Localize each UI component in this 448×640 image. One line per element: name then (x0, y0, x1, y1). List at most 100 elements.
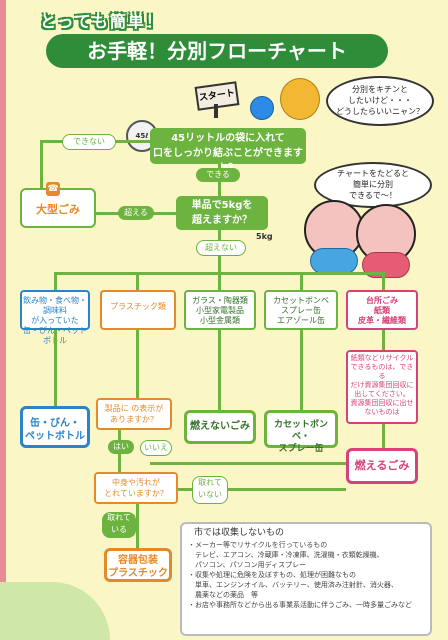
category-line: エアゾール缶 (277, 316, 325, 325)
result-line: ペットボトル (25, 431, 85, 442)
category-line: プラスチック類 (110, 302, 166, 311)
bubble-cat-line: したいけど・・・ (348, 96, 412, 105)
result-oogata-gomi: ☎ 大型ごみ (20, 182, 96, 228)
category-line: 紙類 (374, 306, 390, 315)
result-line: カセットボンベ・ (273, 420, 328, 442)
trash-icon: ☎ (46, 182, 60, 196)
bubble-cat-line: どうしたらいいニャン？ (336, 107, 424, 116)
result-line: 容器包装 (118, 555, 158, 566)
result-moeru-gomi: 燃えるごみ (346, 448, 418, 484)
title-small: とっても簡単！ (40, 12, 164, 31)
speech-bubble-cat: 分別をキチンと したいけど・・・ どうしたらいいニャン？ (326, 76, 434, 126)
bird-character (250, 96, 274, 120)
connector-line (382, 424, 385, 448)
category-kitchen-paper: 台所ごみ 紙類 皮革・繊維類 (346, 290, 418, 330)
not-collected-panel: 市では収集しないもの ・メーカー等でリサイクルを行っているもの テレビ、エアコン… (180, 522, 432, 636)
label-line: 取れて (198, 478, 222, 487)
question-line: 45リットルの袋に入れて (171, 133, 285, 144)
not-collected-item: ・お店や事務所などから出る事業系活動に伴うごみ、一時多量ごみなど (188, 601, 412, 609)
category-line: が入っていた (31, 316, 79, 325)
label-line: 取れて (107, 513, 131, 522)
label-line: いない (198, 490, 222, 499)
connector-line (178, 488, 346, 491)
label-koenai: 超えない (196, 240, 246, 256)
result-cans-bottles: 缶・びん・ ペットボトル (20, 406, 90, 448)
not-collected-item: パソコン、パソコン用ディスプレー (188, 561, 307, 569)
category-line: 台所ごみ (366, 296, 398, 305)
label-toreteiru: 取れて いる (102, 512, 136, 538)
category-line: スプレー缶 (281, 306, 321, 315)
bubble-pig-line: できるで〜！ (349, 191, 397, 200)
result-label: 燃えるごみ (354, 459, 410, 472)
question-over-5kg: 単品で5kgを 超えますか？ (176, 196, 268, 230)
green-hill (0, 582, 110, 640)
connector-line (300, 330, 303, 410)
label-dekiru: できる (196, 168, 240, 182)
connector-line (218, 330, 221, 410)
not-collected-item: 農薬などの薬品 等 (188, 591, 258, 599)
label-toreteinai: 取れて いない (192, 476, 228, 504)
result-funen-gomi: 燃えないごみ (184, 410, 256, 444)
category-cans-bottles: 飲み物・食べ物・調味料 が入っていた 缶・びん・ペットボトル (20, 290, 90, 345)
label-koeru: 超える (118, 206, 154, 220)
result-container-plastic: 容器包装 プラスチック (104, 548, 172, 582)
bubble-cat-line: 分別をキチンと (352, 85, 408, 94)
result-spray-cans: カセットボンベ・ スプレー缶 (264, 410, 338, 454)
connector-line (40, 140, 43, 188)
not-collected-item: 単車、エンジンオイル、バッテリー、使用済み注射針、消火器、 (188, 581, 398, 589)
label-iie: いいえ (140, 440, 172, 456)
connector-line (136, 504, 139, 548)
not-collected-title: 市では収集しないもの (194, 528, 285, 538)
category-line: ガラス・陶器類 (192, 296, 248, 305)
result-line: プラスチック (108, 568, 168, 579)
pink-edge (0, 0, 6, 640)
note-line: 資源集団回収に出せ (350, 399, 414, 407)
note-line: ないものは (364, 408, 400, 416)
connector-line (382, 330, 385, 350)
bubble-pig-line: チャートをたどると (337, 169, 409, 178)
question-line: とれていますか？ (104, 489, 168, 498)
category-line: カセットボンベ (273, 296, 329, 305)
note-burnable: 紙類などリサイクル できるものは、できる だけ資源集団回収に 出してください。 … (346, 350, 418, 424)
result-label: 大型ごみ (36, 203, 80, 216)
note-line: だけ資源集団回収に (350, 381, 414, 389)
category-plastic: プラスチック類 (100, 290, 176, 330)
pig-body-left (310, 248, 358, 274)
connector-line (54, 272, 57, 290)
question-line: ありますか？ (110, 415, 158, 424)
result-label: 燃えないごみ (190, 421, 250, 432)
label-line: いる (111, 525, 127, 534)
connector-line (382, 272, 385, 290)
note-line: 紙類などリサイクル (350, 354, 414, 362)
category-line: 皮革・繊維類 (358, 316, 406, 325)
question-clean: 中身や汚れが とれていますか？ (94, 472, 178, 504)
weight-label: 5kg (256, 232, 273, 241)
question-line: 製品に の表示が (104, 404, 164, 413)
category-line: 小型金属類 (200, 316, 240, 325)
connector-line (136, 272, 139, 290)
question-line: 超えますか？ (192, 215, 252, 226)
connector-line (150, 462, 346, 465)
not-collected-item: テレビ、エアコン、冷蔵庫・冷凍庫、洗濯機・衣類乾燥機、 (188, 551, 384, 559)
result-line: スプレー缶 (278, 444, 324, 454)
sign-pole (214, 104, 218, 118)
question-bag-fit: 45リットルの袋に入れて 口をしっかり結ぶことができますか？ (150, 128, 306, 174)
title-main: お手軽！分別フローチャート (46, 34, 388, 68)
cat-character (280, 78, 320, 120)
label-dekinai: できない (62, 134, 116, 150)
category-glass-appliances: ガラス・陶器類 小型家電製品 小型金属類 (184, 290, 256, 330)
question-line: 中身や汚れが (112, 478, 160, 487)
bubble-pig-line: 簡単に分別 (353, 180, 393, 189)
label-hai: はい (108, 440, 134, 454)
category-line: 飲み物・食べ物・調味料 (23, 296, 87, 315)
question-recycle-mark: 製品に の表示が ありますか？ (96, 398, 172, 430)
connector-line (54, 330, 57, 406)
not-collected-item: ・収集や処理に危険を及ぼすもの、処理が困難なもの (188, 571, 356, 579)
question-line: 単品で5kgを (191, 200, 253, 211)
not-collected-item: ・メーカー等でリサイクルを行っているもの (188, 541, 328, 549)
note-line: 出してください。 (354, 390, 410, 398)
result-line: 缶・びん・ (30, 418, 80, 429)
connector-line (218, 272, 221, 290)
category-line: 小型家電製品 (196, 306, 244, 315)
